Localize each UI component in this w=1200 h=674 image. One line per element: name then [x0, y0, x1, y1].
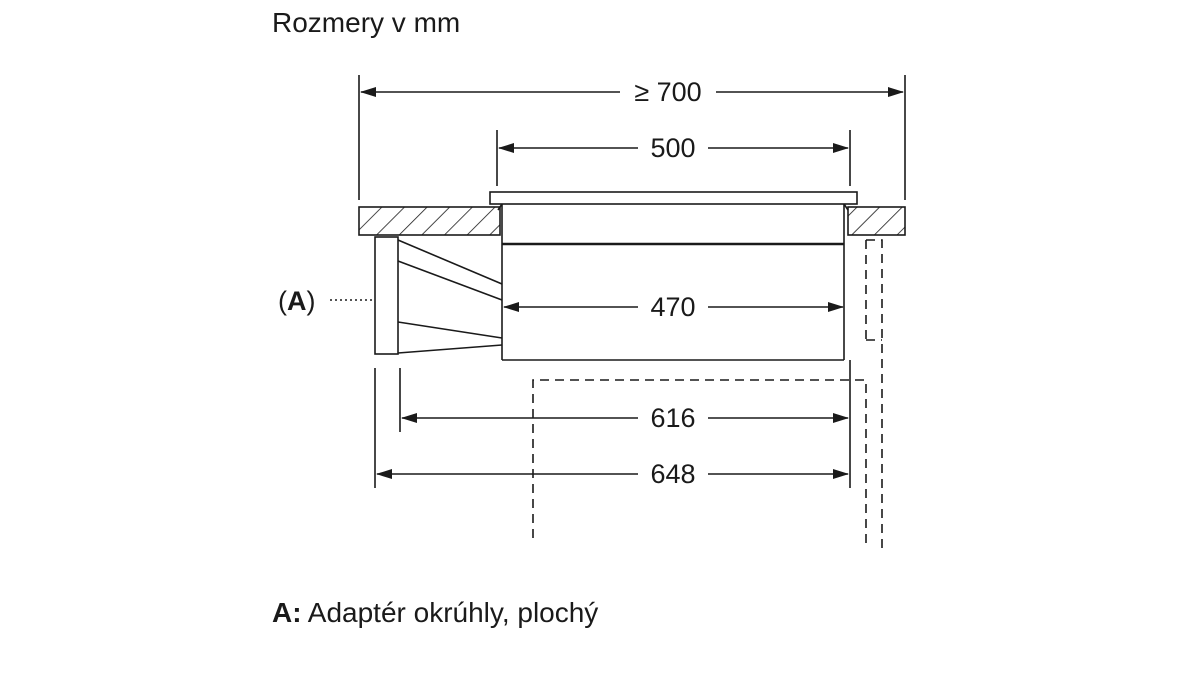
diagram-title: Rozmery v mm — [272, 7, 461, 38]
dimension-adapter-width: 616 — [650, 403, 695, 433]
legend-text: Adaptér okrúhly, plochý — [301, 597, 599, 628]
callout-close: ) — [307, 286, 316, 316]
dimension-inner-width: 470 — [650, 292, 695, 322]
callout-key: A — [287, 286, 307, 316]
dimension-total-width: ≥ 700 — [634, 77, 701, 107]
legend-key: A: — [272, 597, 302, 628]
extension-lines — [358, 75, 906, 488]
legend: A: Adaptér okrúhly, plochý — [272, 597, 598, 629]
flat-round-adapter — [374, 236, 503, 355]
callout-label: (A) — [278, 286, 316, 316]
worktop — [358, 206, 906, 236]
cabinet-outline — [532, 239, 883, 548]
hob-body — [497, 203, 849, 361]
dimension-lines — [360, 87, 904, 479]
dimension-overall-depth: 648 — [650, 459, 695, 489]
dimension-hob-width: 500 — [650, 133, 695, 163]
callout-open: ( — [278, 286, 287, 316]
hob-glass — [489, 191, 858, 205]
dimension-labels: ≥ 700 500 470 616 648 — [634, 77, 701, 489]
